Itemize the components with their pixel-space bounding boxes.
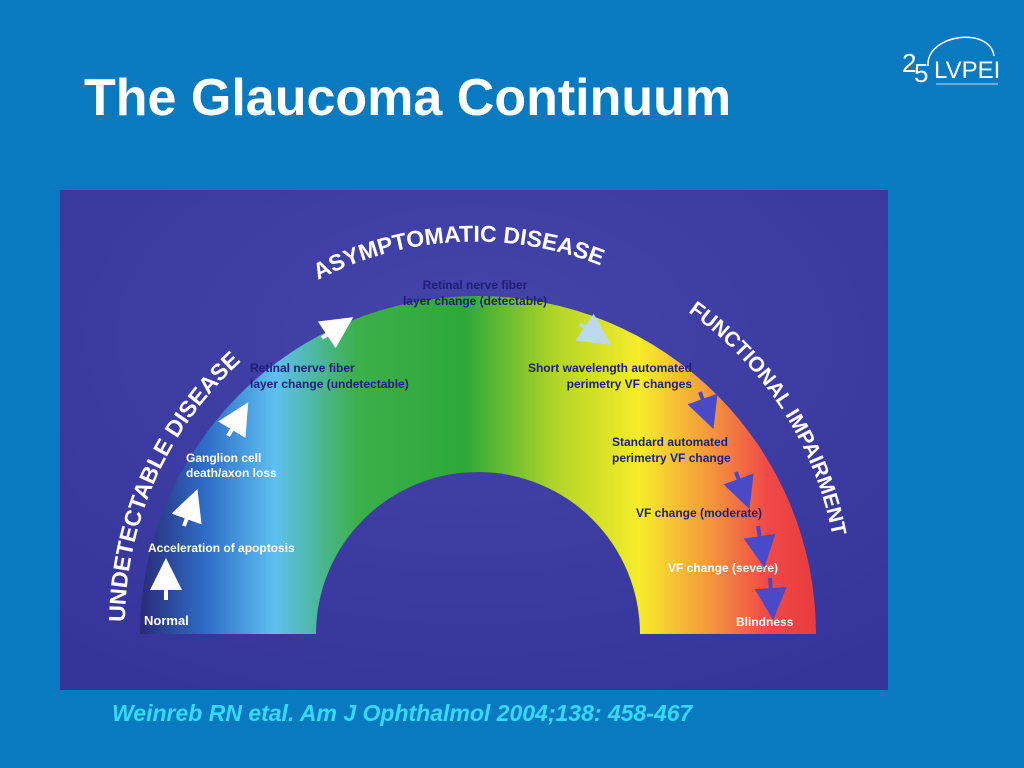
- logo-brand: LVPEI: [934, 57, 1000, 84]
- stage-rnfl-undetectable-line1: Retinal nerve fiber: [250, 361, 355, 375]
- logo-number-tens: 2: [902, 48, 916, 78]
- arrow-up-apoptosis: [171, 488, 202, 527]
- stage-ganglion-line1: Ganglion cell: [186, 451, 261, 465]
- arrow-down-severe: [754, 577, 787, 620]
- arrow-down-detectable: [575, 313, 612, 345]
- stage-swap-line2: perimetry VF changes: [567, 377, 693, 391]
- stage-vf-severe: VF change (severe): [668, 561, 778, 575]
- arrow-down-swap: [687, 391, 718, 430]
- arrow-up-ganglion: [218, 402, 249, 438]
- citation: Weinreb RN etal. Am J Ophthalmol 2004;13…: [112, 700, 693, 726]
- stage-ganglion-line2: death/axon loss: [186, 466, 277, 480]
- logo-number-ones: 5: [914, 58, 928, 88]
- stage-blindness: Blindness: [736, 615, 794, 629]
- arrow-up-rnfl: [317, 317, 354, 349]
- continuum-arc: [140, 296, 816, 634]
- stage-rnfl-detectable-line2: layer change (detectable): [403, 294, 547, 308]
- stage-swap-line1: Short wavelength automated: [528, 361, 692, 375]
- stage-apoptosis: Acceleration of apoptosis: [148, 541, 295, 555]
- lvpei-logo: 2 5 LVPEI: [902, 36, 1000, 88]
- stage-rnfl-detectable-line1: Retinal nerve fiber: [423, 278, 528, 292]
- logo-swoosh: [927, 36, 995, 67]
- glaucoma-continuum-diagram: UNDETECTABLE DISEASE ASYMPTOMATIC DISEAS…: [60, 190, 888, 690]
- stage-rnfl-undetectable-line2: layer change (undetectable): [250, 377, 409, 391]
- stage-normal: Normal: [144, 613, 189, 628]
- arrow-down-moderate: [743, 525, 776, 568]
- arrow-down-sap: [723, 471, 754, 510]
- stage-vf-moderate: VF change (moderate): [636, 506, 762, 520]
- stage-sap-line1: Standard automated: [612, 435, 728, 449]
- stage-sap-line2: perimetry VF change: [612, 451, 731, 465]
- page-title: The Glaucoma Continuum: [84, 69, 732, 127]
